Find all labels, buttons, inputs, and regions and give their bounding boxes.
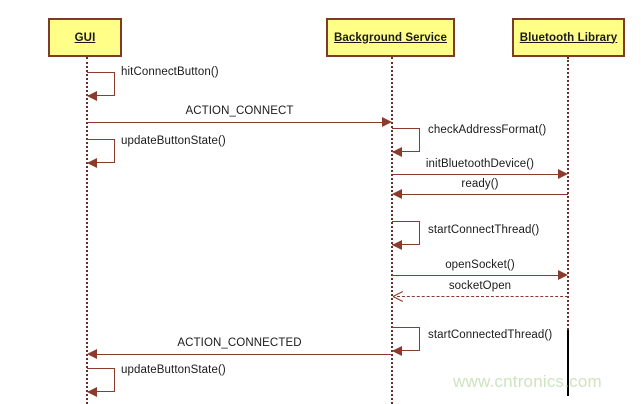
message-label-update-button-state-2: updateButtonState() — [121, 364, 226, 376]
message-self-start-connected-thread[interactable] — [392, 327, 420, 351]
message-self-update-button-state-2[interactable] — [87, 368, 115, 392]
message-label-update-button-state-1: updateButtonState() — [121, 135, 226, 147]
arrowhead-hit-connect-button — [87, 91, 97, 101]
site-watermark: www.cntronics.com — [453, 372, 602, 391]
message-label-ready: ready() — [461, 178, 499, 190]
lifeline-gui — [86, 57, 88, 404]
message-line-init-bluetooth-device[interactable] — [392, 174, 558, 175]
arrowhead-ready — [392, 189, 402, 199]
message-label-start-connect-thread: startConnectThread() — [428, 224, 540, 236]
message-label-action-connected: ACTION_CONNECTED — [177, 337, 302, 349]
message-line-action-connected[interactable] — [92, 354, 392, 355]
arrowhead-update-button-state-2 — [87, 387, 97, 397]
participant-gui[interactable]: GUI — [48, 18, 122, 57]
message-label-open-socket: openSocket() — [445, 259, 515, 271]
lifeline-background-service — [391, 57, 393, 404]
message-line-socket-open[interactable] — [397, 296, 568, 297]
message-self-check-address-format[interactable] — [392, 128, 420, 152]
participant-gui-label: GUI — [74, 31, 96, 44]
message-label-socket-open: socketOpen — [448, 280, 512, 292]
message-label-check-address-format: checkAddressFormat() — [428, 124, 547, 136]
message-label-hit-connect-button: hitConnectButton() — [121, 66, 219, 78]
arrowhead-start-connected-thread — [392, 346, 402, 356]
arrowhead-socket-open — [393, 296, 404, 307]
arrowhead-check-address-format — [392, 147, 402, 157]
message-self-hit-connect-button[interactable] — [87, 72, 115, 96]
participant-bluetooth-library[interactable]: Bluetooth Library — [512, 18, 625, 57]
message-self-start-connect-thread[interactable] — [392, 221, 420, 245]
arrowhead-update-button-state-1 — [87, 158, 97, 168]
message-line-action-connect[interactable] — [87, 122, 382, 123]
arrowhead-start-connect-thread — [392, 240, 402, 250]
participant-background-service-label: Background Service — [333, 31, 447, 44]
arrowhead-open-socket — [558, 270, 568, 280]
lifeline-bluetooth-library-activated — [567, 330, 569, 396]
message-label-init-bluetooth-device: initBluetoothDevice() — [425, 158, 535, 170]
arrowhead-init-bluetooth-device — [558, 169, 568, 179]
participant-background-service[interactable]: Background Service — [326, 18, 455, 57]
arrowhead-action-connect — [382, 117, 392, 127]
arrowhead-action-connected — [87, 349, 97, 359]
lifeline-bluetooth-library — [567, 57, 569, 330]
message-self-update-button-state-1[interactable] — [87, 139, 115, 163]
message-label-action-connect: ACTION_CONNECT — [185, 105, 294, 117]
message-line-ready[interactable] — [397, 194, 568, 195]
participant-bluetooth-library-label: Bluetooth Library — [519, 31, 618, 44]
message-line-open-socket[interactable] — [392, 275, 558, 276]
message-label-start-connected-thread: startConnectedThread() — [428, 329, 553, 341]
